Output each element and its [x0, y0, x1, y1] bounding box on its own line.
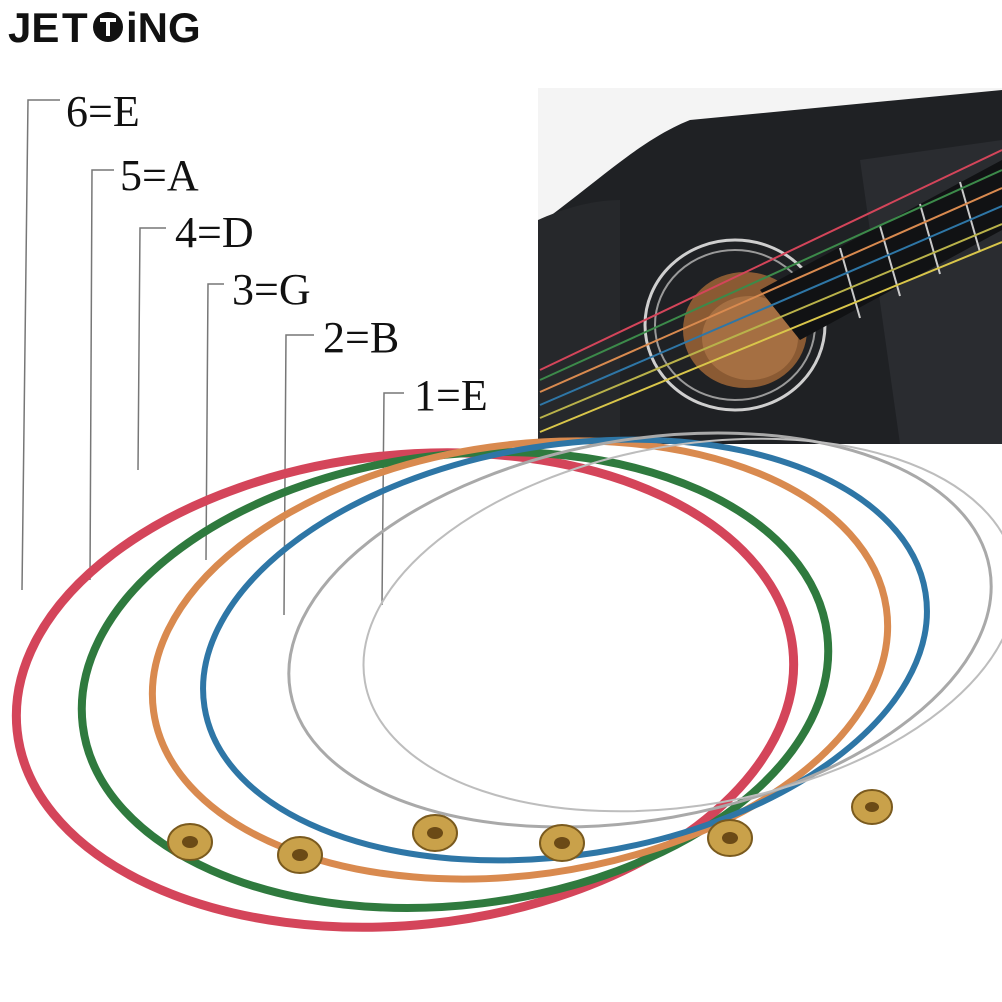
string-label-4: 4=D: [175, 208, 254, 257]
ball-end-5: [277, 836, 323, 874]
guitar-photo: [538, 88, 1002, 444]
string-coil-2: [287, 431, 993, 829]
leader-line-6: [21, 99, 60, 591]
string-coil-4: [148, 437, 892, 883]
leader-line-2: [283, 334, 314, 616]
string-coil-1: [362, 437, 1002, 813]
string-label-6: 6=E: [66, 87, 140, 136]
string-coil-5: [77, 448, 833, 912]
svg-text:JE: JE: [8, 4, 59, 51]
string-label-2: 2=B: [323, 313, 400, 362]
ball-ends: [167, 789, 893, 874]
string-coil-6: [11, 448, 799, 932]
label-leader-lines: [21, 99, 404, 616]
string-coil-3: [200, 436, 930, 864]
brand-logo: JETTING JE T iNG: [8, 4, 218, 52]
ball-end-4: [412, 814, 458, 852]
ball-end-2: [707, 819, 753, 857]
ball-end-1: [851, 789, 893, 825]
leader-line-5: [89, 169, 114, 581]
brand-logo-t-circle: [93, 12, 123, 42]
string-label-5: 5=A: [120, 151, 199, 200]
leader-line-3: [205, 283, 224, 561]
string-label-3: 3=G: [232, 265, 311, 314]
ball-end-6: [167, 823, 213, 861]
brand-logo-mark: JE T iNG: [8, 4, 201, 51]
svg-text:iNG: iNG: [126, 4, 201, 51]
ball-end-3: [539, 824, 585, 862]
coiled-strings: [11, 431, 1002, 932]
string-label-1: 1=E: [414, 371, 488, 420]
leader-line-1: [381, 392, 404, 606]
leader-line-4: [137, 227, 166, 471]
svg-text:T: T: [62, 4, 88, 51]
